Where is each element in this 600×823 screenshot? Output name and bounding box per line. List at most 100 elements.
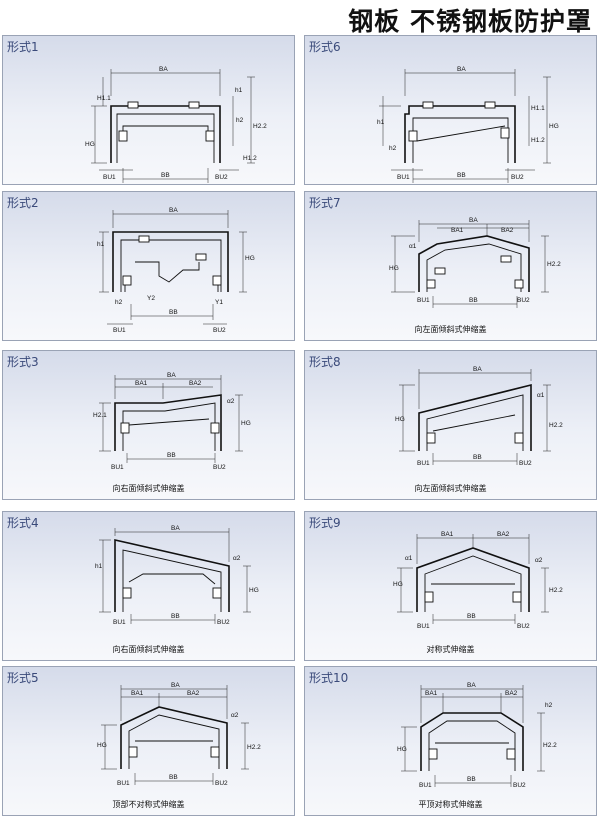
dim-bu2: BU2 bbox=[517, 297, 530, 304]
dim-hg: HG bbox=[389, 265, 399, 272]
dim-ba2: BA2 bbox=[497, 531, 510, 538]
form-9-diagram: BA1 BA2 BB BU1 BU2 HG H2.2 α1 α2 bbox=[393, 531, 563, 630]
dim-bb: BB bbox=[457, 172, 466, 179]
dim-bu1: BU1 bbox=[111, 464, 124, 471]
dim-hg: HG bbox=[397, 746, 407, 753]
form-1-diagram: BA BB BU1 BU2 HG H1.1 h1 h2 H2.2 H1.2 bbox=[85, 66, 267, 183]
dim-ba: BA bbox=[469, 217, 478, 224]
dim-ba: BA bbox=[167, 372, 176, 379]
dim-bu1: BU1 bbox=[417, 623, 430, 630]
dim-ba1: BA1 bbox=[425, 690, 438, 697]
dim-hg: HG bbox=[85, 141, 95, 148]
form-10-diagram: BA BA1 BA2 BB BU1 BU2 HG H2.2 h2 bbox=[397, 682, 557, 789]
dim-bu1: BU1 bbox=[417, 460, 430, 467]
panel-caption: 向左面倾斜式伸缩盖 bbox=[414, 325, 487, 334]
panel-caption: 向右面倾斜式伸缩盖 bbox=[112, 645, 185, 654]
dim-y2: Y2 bbox=[147, 295, 155, 302]
dim-bb: BB bbox=[473, 454, 482, 461]
dim-ba: BA bbox=[159, 66, 168, 73]
dim-ba: BA bbox=[169, 207, 178, 214]
dim-hg: HG bbox=[97, 742, 107, 749]
panel-caption: 平顶对称式伸缩盖 bbox=[418, 800, 483, 809]
dim-a2: α2 bbox=[227, 398, 235, 405]
dim-bu1: BU1 bbox=[113, 327, 126, 334]
panel-caption: 向右面倾斜式伸缩盖 bbox=[112, 484, 185, 493]
dim-h2: h2 bbox=[545, 702, 553, 709]
dim-bb: BB bbox=[171, 613, 180, 620]
dim-h21: H2.1 bbox=[93, 412, 107, 419]
dim-bu1: BU1 bbox=[113, 619, 126, 626]
form-5-diagram: BA BA1 BA2 BB BU1 BU2 HG H2.2 α2 bbox=[97, 682, 261, 787]
dim-bu1: BU1 bbox=[117, 780, 130, 787]
dim-ba1: BA1 bbox=[135, 380, 148, 387]
panel-form-3: 形式3 BA BA1 BA2 BB BU1 BU2 H2.1 HG α2 向右面… bbox=[2, 350, 295, 500]
dim-bb: BB bbox=[469, 297, 478, 304]
form-2-diagram: BA BB BU1 BU2 h2 Y2 Y1 h1 HG bbox=[97, 207, 255, 334]
panel-form-6: 形式6 BA BB BU1 BU2 HG h1 h2 H1.1 H1.2 bbox=[304, 35, 597, 185]
panel-caption: 对称式伸缩盖 bbox=[426, 645, 475, 654]
dim-h1: h1 bbox=[235, 87, 243, 94]
dim-ba1: BA1 bbox=[441, 531, 454, 538]
dim-ba: BA bbox=[473, 366, 482, 373]
dim-ba: BA bbox=[457, 66, 466, 73]
panel-form-4: 形式4 BA BB BU1 BU2 h1 HG α2 向右面倾斜式伸缩盖 bbox=[2, 511, 295, 661]
panel-label: 形式7 bbox=[309, 196, 341, 210]
dim-h22: H2.2 bbox=[547, 261, 561, 268]
panel-caption: 顶部不对称式伸缩盖 bbox=[112, 800, 185, 809]
form-8-diagram: BA BB BU1 BU2 HG H2.2 α1 bbox=[395, 366, 563, 467]
panel-caption: 向左面倾斜式伸缩盖 bbox=[414, 484, 487, 493]
dim-h22: H2.2 bbox=[549, 587, 563, 594]
dim-bb: BB bbox=[161, 172, 170, 179]
panel-form-5: 形式5 BA BA1 BA2 BB BU1 BU2 HG H2.2 α2 顶部不… bbox=[2, 666, 295, 816]
dim-bb: BB bbox=[467, 776, 476, 783]
dim-bu2: BU2 bbox=[215, 174, 228, 181]
dim-a1: α1 bbox=[405, 555, 413, 562]
dim-h1: h1 bbox=[377, 119, 385, 126]
dim-bu1: BU1 bbox=[103, 174, 116, 181]
dim-a1: α1 bbox=[409, 243, 417, 250]
dim-a1: α1 bbox=[537, 392, 545, 399]
dim-h1: h1 bbox=[95, 563, 103, 570]
panel-label: 形式2 bbox=[7, 196, 39, 210]
dim-ba2: BA2 bbox=[187, 690, 200, 697]
dim-h22: H2.2 bbox=[543, 742, 557, 749]
dim-hg: HG bbox=[241, 420, 251, 427]
dim-hg: HG bbox=[245, 255, 255, 262]
dim-hg: HG bbox=[549, 123, 559, 130]
panel-label: 形式1 bbox=[7, 40, 39, 54]
dim-bb: BB bbox=[467, 613, 476, 620]
page-title: 钢板 不锈钢板防护罩 bbox=[348, 7, 592, 36]
dim-h22: H2.2 bbox=[549, 422, 563, 429]
dim-bb: BB bbox=[167, 452, 176, 459]
dim-bu2: BU2 bbox=[517, 623, 530, 630]
panel-label: 形式9 bbox=[309, 516, 341, 530]
dim-bb: BB bbox=[169, 309, 178, 316]
dim-hg: HG bbox=[393, 581, 403, 588]
panel-form-9: 形式9 BA1 BA2 BB BU1 BU2 HG H2.2 α1 α2 对称式… bbox=[304, 511, 597, 661]
panel-form-8: 形式8 BA BB BU1 BU2 HG H2.2 α1 向左面倾斜式伸缩盖 bbox=[304, 350, 597, 500]
dim-ba: BA bbox=[467, 682, 476, 689]
dim-ba2: BA2 bbox=[501, 227, 514, 234]
form-4-diagram: BA BB BU1 BU2 h1 HG α2 bbox=[95, 525, 259, 626]
dim-a2: α2 bbox=[535, 557, 543, 564]
dim-bu1: BU1 bbox=[417, 297, 430, 304]
dim-y1: Y1 bbox=[215, 299, 223, 306]
dim-h11: H1.1 bbox=[97, 95, 111, 102]
dim-bu2: BU2 bbox=[217, 619, 230, 626]
dim-h11: H1.1 bbox=[531, 105, 545, 112]
dim-bb: BB bbox=[169, 774, 178, 781]
panel-label: 形式5 bbox=[7, 671, 39, 685]
dim-h22: H2.2 bbox=[247, 744, 261, 751]
dim-a2: α2 bbox=[231, 712, 239, 719]
dim-hg: HG bbox=[249, 587, 259, 594]
panel-form-2: 形式2 BA BB BU1 BU2 h2 Y2 Y1 h1 HG bbox=[2, 191, 295, 341]
dim-ba1: BA1 bbox=[451, 227, 464, 234]
dim-h12: H1.2 bbox=[243, 155, 257, 162]
dim-bu2: BU2 bbox=[519, 460, 532, 467]
dim-h2: h2 bbox=[389, 145, 397, 152]
dim-bu1: BU1 bbox=[397, 174, 410, 181]
form-6-diagram: BA BB BU1 BU2 HG h1 h2 H1.1 H1.2 bbox=[377, 66, 559, 183]
dim-ba2: BA2 bbox=[189, 380, 202, 387]
form-3-diagram: BA BA1 BA2 BB BU1 BU2 H2.1 HG α2 bbox=[93, 372, 251, 471]
dim-h2: h2 bbox=[236, 117, 244, 124]
